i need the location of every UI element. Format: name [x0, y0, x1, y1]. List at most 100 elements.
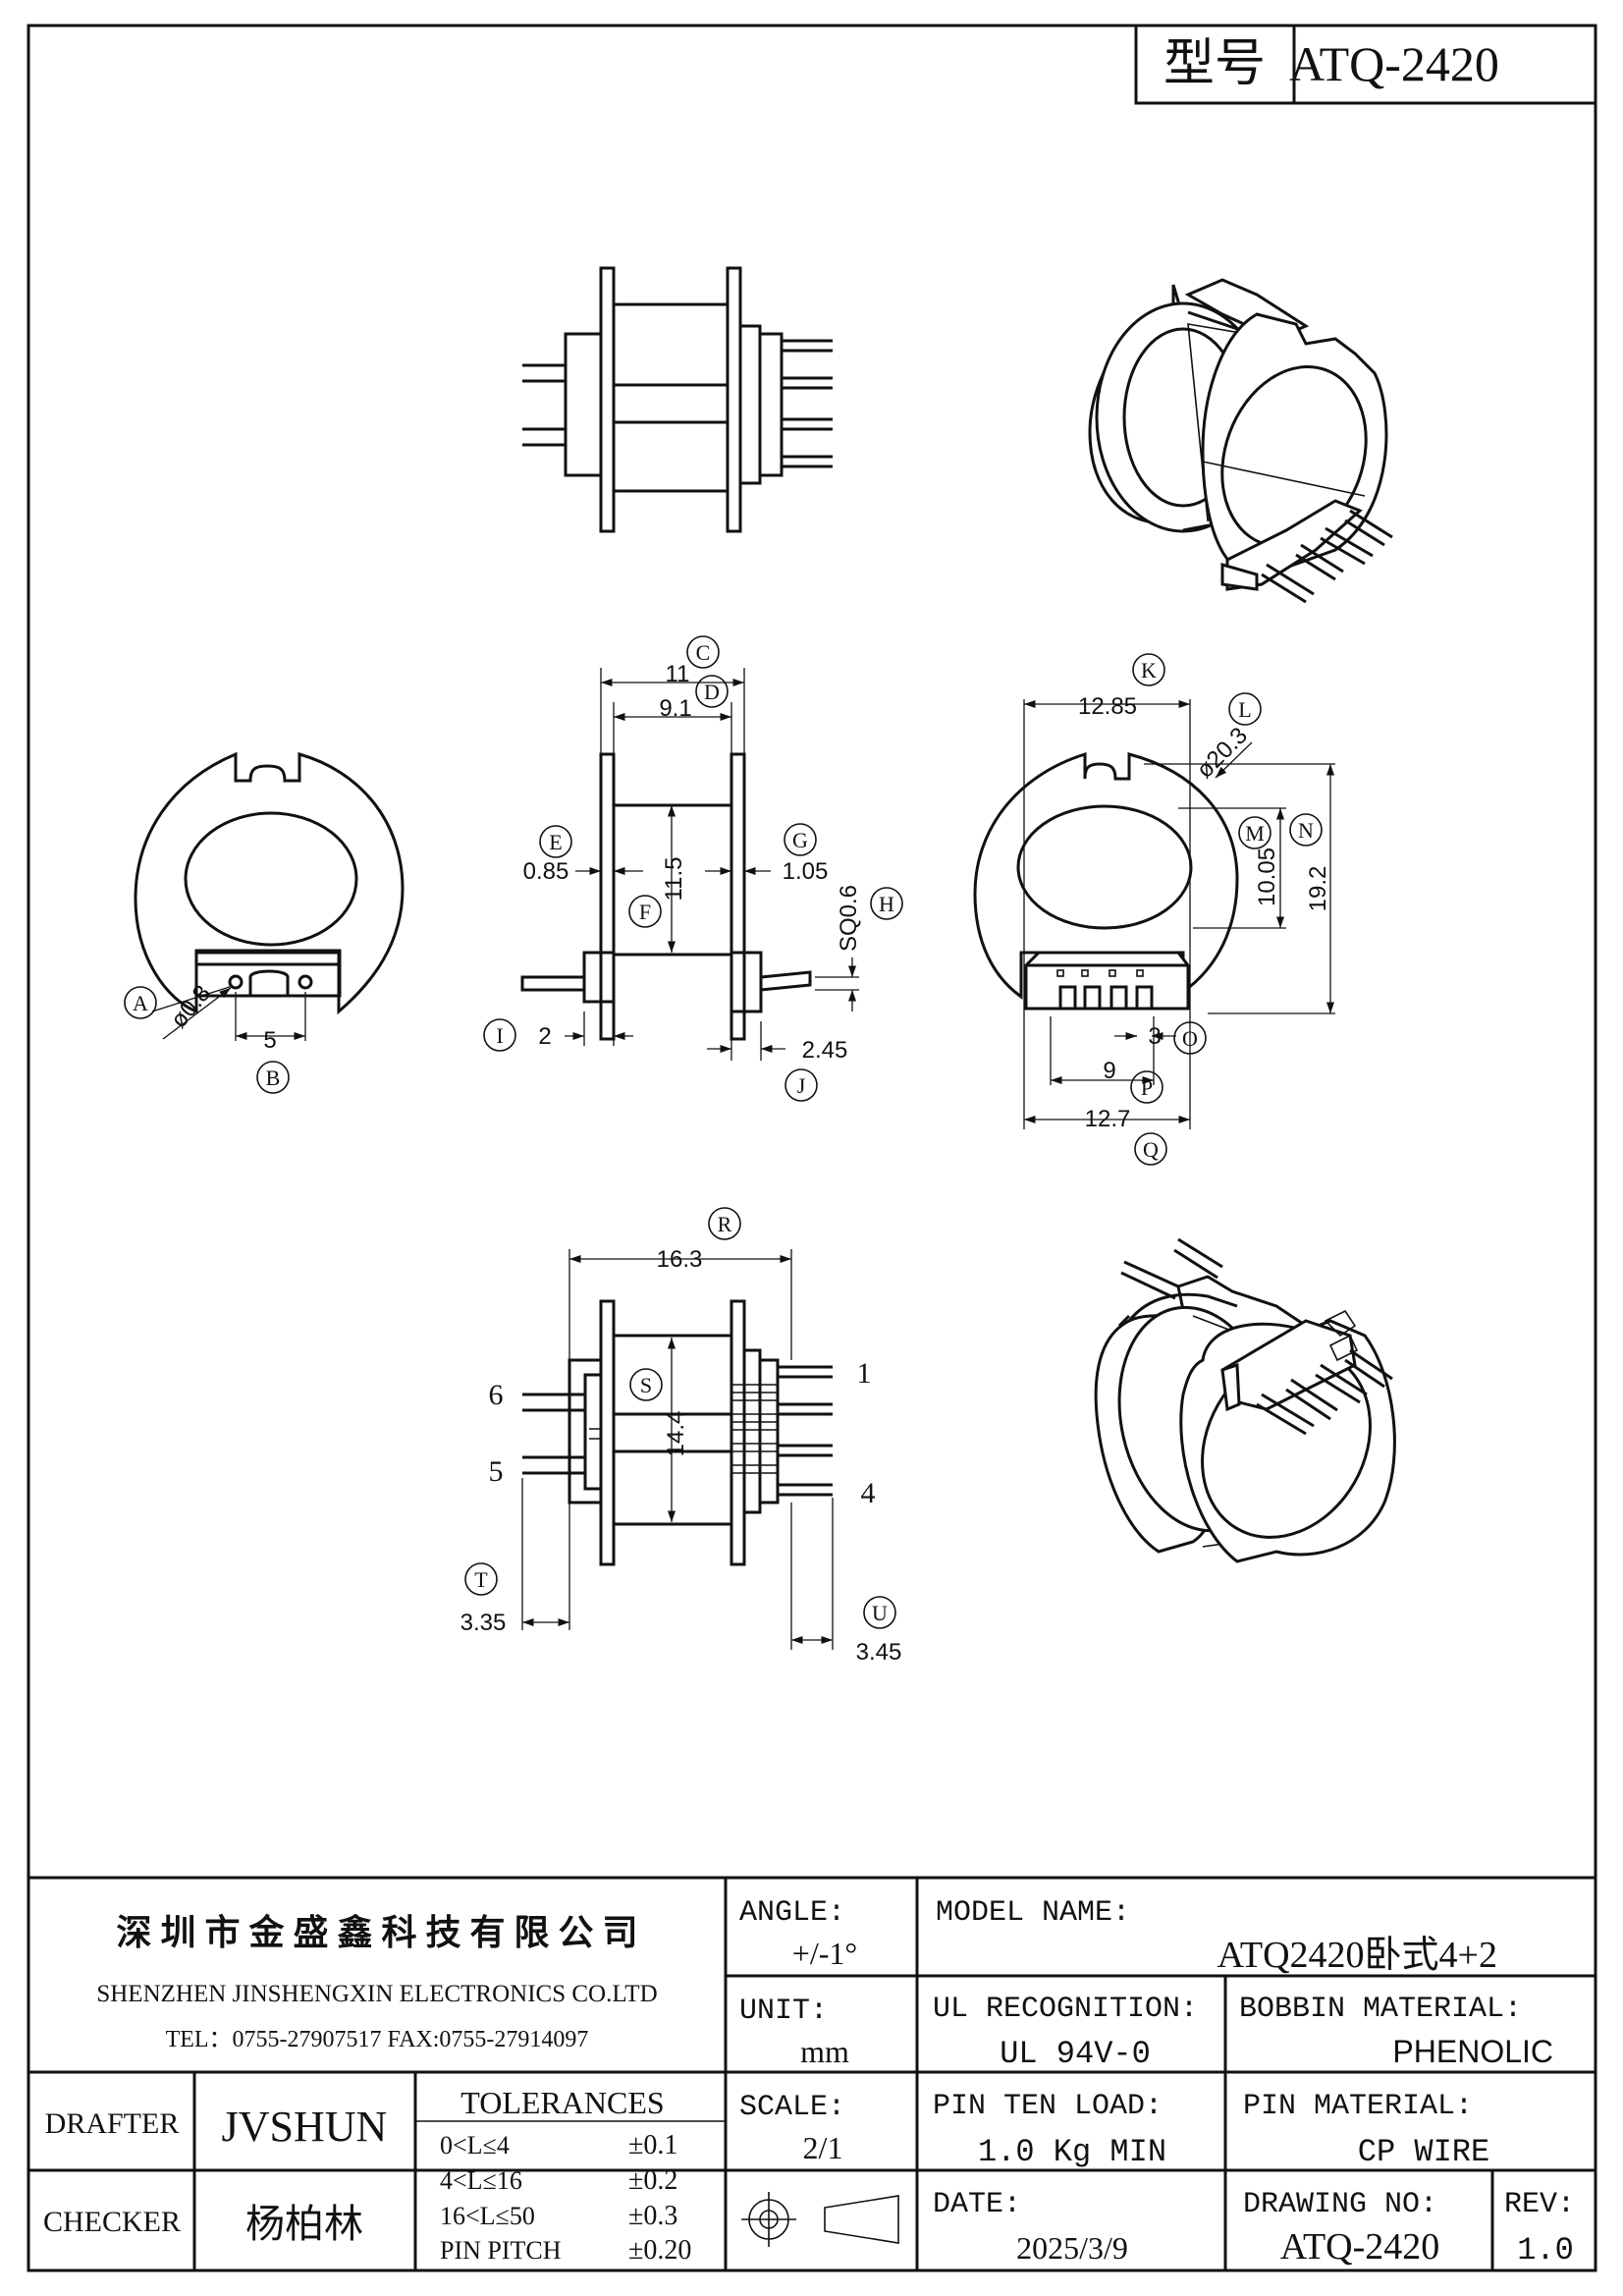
dim-B-value: 5	[263, 1027, 276, 1054]
dim-N-value: 19.2	[1305, 866, 1331, 912]
dim-H-value: SQ0.6	[836, 885, 862, 952]
callout-A: A	[124, 986, 157, 1019]
company-name-en: SHENZHEN JINSHENGXIN ELECTRONICS CO.LTD	[96, 1981, 657, 2007]
callout-M: M	[1238, 816, 1271, 849]
isometric-view-top	[1088, 278, 1393, 604]
bobbin-material-value: PHENOLIC	[1392, 2034, 1553, 2069]
dim-E-value: 0.85	[523, 858, 569, 885]
end-view-right	[973, 699, 1335, 1129]
pin-ten-load-label: PIN TEN LOAD:	[933, 2090, 1163, 2123]
isometric-view-bottom	[1094, 1237, 1396, 1563]
pin-number-4: 4	[861, 1477, 876, 1509]
callout-N: N	[1289, 813, 1323, 847]
tolerances-title: TOLERANCES	[460, 2085, 664, 2120]
pin-material-value: CP WIRE	[1358, 2134, 1489, 2170]
scale-label: SCALE:	[739, 2091, 845, 2124]
drawing-no-value: ATQ-2420	[1280, 2226, 1440, 2268]
callout-T: T	[464, 1562, 498, 1596]
ul-recognition-value: UL 94V-0	[1000, 2036, 1151, 2072]
dim-U-value: 3.45	[856, 1639, 902, 1666]
svg-text:U: U	[872, 1601, 888, 1625]
pin-number-1: 1	[857, 1357, 872, 1390]
dim-F-value: 11.5	[661, 857, 687, 902]
tolerance-range-2: 4<L≤16	[440, 2166, 522, 2195]
svg-text:T: T	[474, 1567, 488, 1592]
svg-text:K: K	[1141, 658, 1157, 683]
callout-G: G	[784, 823, 817, 856]
drafter-value: JVSHUN	[222, 2103, 388, 2151]
svg-text:J: J	[797, 1073, 806, 1098]
dim-D-value: 9.1	[659, 695, 691, 722]
side-view-top	[522, 266, 833, 533]
scale-value: 2/1	[803, 2130, 843, 2165]
dim-M-value: 10.05	[1254, 847, 1280, 906]
rev-label: REV:	[1504, 2188, 1575, 2221]
end-view-left	[134, 751, 405, 1041]
dim-P-value: 9	[1103, 1058, 1115, 1084]
svg-text:M: M	[1245, 821, 1265, 846]
unit-label: UNIT:	[739, 1995, 828, 2028]
dim-I-value: 2	[538, 1023, 551, 1050]
dim-R-value: 16.3	[657, 1246, 703, 1273]
model-name-value: ATQ2420卧式4+2	[1217, 1935, 1497, 1976]
svg-text:C: C	[696, 640, 711, 665]
callout-D: D	[695, 675, 729, 708]
svg-text:F: F	[639, 900, 651, 924]
checker-value: 杨柏林	[245, 2202, 363, 2246]
tolerance-range-4: PIN PITCH	[440, 2236, 562, 2265]
top-title-box: 型号 ATQ-2420	[1134, 24, 1597, 105]
svg-text:N: N	[1298, 818, 1314, 843]
svg-text:S: S	[640, 1373, 652, 1397]
tolerance-value-1: ±0.1	[628, 2130, 677, 2160]
callout-J: J	[784, 1068, 818, 1102]
svg-text:E: E	[549, 830, 562, 854]
callout-F: F	[628, 895, 662, 928]
callout-U: U	[863, 1596, 896, 1629]
dim-J-value: 2.45	[802, 1037, 848, 1064]
sheet-border	[27, 24, 1597, 2272]
callout-E: E	[539, 825, 572, 858]
pin-number-6: 6	[489, 1379, 504, 1411]
company-name-cn: 深 圳 市 金 盛 鑫 科 技 有 限 公 司	[116, 1912, 637, 1952]
dim-T-value: 3.35	[460, 1610, 507, 1636]
company-contact: TEL：0755-27907517 FAX:0755-27914097	[166, 2027, 589, 2052]
svg-text:Q: Q	[1143, 1137, 1159, 1162]
svg-text:G: G	[792, 828, 808, 852]
side-view-bottom	[521, 1249, 834, 1650]
checker-label: CHECKER	[43, 2206, 181, 2238]
callout-K: K	[1132, 653, 1165, 686]
dim-L-value: ø20.3	[1191, 722, 1252, 783]
callout-Q: Q	[1134, 1132, 1167, 1166]
rev-value: 1.0	[1517, 2232, 1574, 2269]
svg-text:R: R	[718, 1212, 732, 1236]
tolerance-value-3: ±0.3	[628, 2201, 677, 2231]
angle-label: ANGLE:	[739, 1896, 845, 1930]
svg-text:D: D	[704, 680, 720, 704]
tolerance-range-1: 0<L≤4	[440, 2131, 510, 2159]
dim-C-value: 11	[666, 661, 690, 687]
angle-value: +/-1°	[792, 1936, 857, 1971]
dim-Q-value: 12.7	[1085, 1106, 1131, 1132]
date-value: 2025/3/9	[1016, 2230, 1128, 2266]
ul-recognition-label: UL RECOGNITION:	[933, 1993, 1198, 2026]
unit-value: mm	[800, 2034, 849, 2069]
callout-I: I	[483, 1018, 516, 1052]
drawing-no-label: DRAWING NO:	[1243, 2188, 1437, 2221]
drafter-label: DRAFTER	[45, 2107, 180, 2140]
model-label: 型号	[1163, 36, 1266, 92]
callout-H: H	[870, 887, 903, 920]
callout-O: O	[1173, 1021, 1207, 1055]
callout-R: R	[708, 1207, 741, 1240]
svg-text:P: P	[1141, 1075, 1153, 1100]
svg-text:B: B	[266, 1066, 281, 1090]
pin-number-5: 5	[489, 1455, 504, 1488]
tolerance-value-4: ±0.20	[628, 2235, 691, 2266]
callout-P: P	[1130, 1070, 1163, 1104]
callout-L: L	[1228, 692, 1262, 726]
callout-B: B	[256, 1061, 290, 1094]
model-name-label: MODEL NAME:	[936, 1896, 1130, 1930]
svg-text:I: I	[496, 1023, 503, 1048]
pin-material-label: PIN MATERIAL:	[1243, 2090, 1473, 2123]
svg-text:H: H	[879, 892, 894, 916]
